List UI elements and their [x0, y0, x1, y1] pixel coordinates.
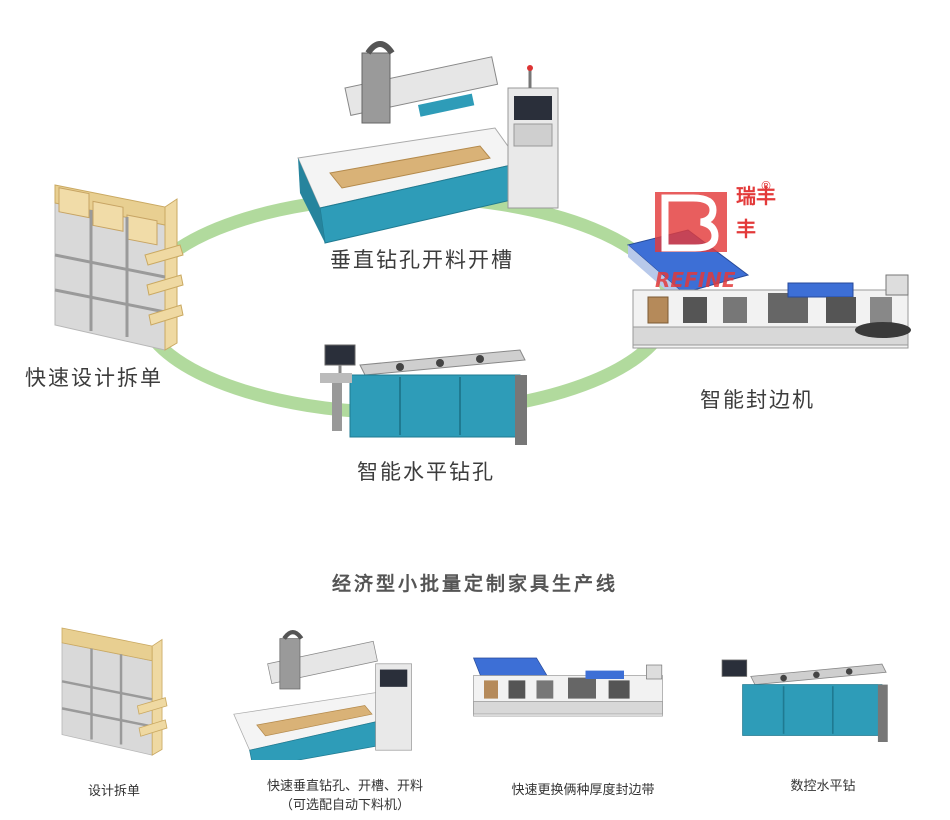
- caption-horizontal-drill: 数控水平钻: [790, 779, 856, 794]
- caption-design-split: 设计拆单: [87, 784, 140, 799]
- label-design-split: 快速设计拆单: [25, 366, 163, 390]
- logo-text-feng: 丰: [736, 217, 756, 241]
- logo-sub: REFINE: [655, 268, 736, 292]
- logo-text-rui: 瑞丰: [736, 184, 776, 208]
- caption-cnc: 快速垂直钻孔、开槽、开料 （可选配自动下料机）: [240, 775, 450, 813]
- cnc-router-illustration: [297, 41, 559, 244]
- label-edge-banding: 智能封边机: [700, 388, 815, 412]
- bottom-equipment-row: [61, 627, 888, 760]
- label-vertical-drill: 垂直钻孔开料开槽: [330, 248, 514, 272]
- cnc-thumb: [233, 629, 412, 760]
- cabinet-illustration: [54, 184, 184, 351]
- horizontal-drill-illustration: [320, 344, 527, 445]
- cabinet-thumb: [61, 627, 168, 756]
- logo-registered: ®: [760, 179, 772, 193]
- edge-banding-illustration: [626, 229, 911, 349]
- workflow-diagram: 瑞丰 ® 丰 REFINE: [54, 41, 911, 445]
- label-horizontal-drill: 智能水平钻孔: [357, 460, 495, 484]
- caption-cnc-line2: （可选配自动下料机）: [279, 798, 410, 813]
- section-title: 经济型小批量定制家具生产线: [331, 573, 618, 595]
- edge-banding-thumb: [472, 657, 663, 717]
- caption-cnc-line1: 快速垂直钻孔、开槽、开料: [266, 779, 423, 794]
- refine-logo: [655, 192, 727, 252]
- caption-edge-banding: 快速更换俩种厚度封边带: [511, 783, 655, 798]
- horizontal-drill-thumb: [721, 659, 888, 742]
